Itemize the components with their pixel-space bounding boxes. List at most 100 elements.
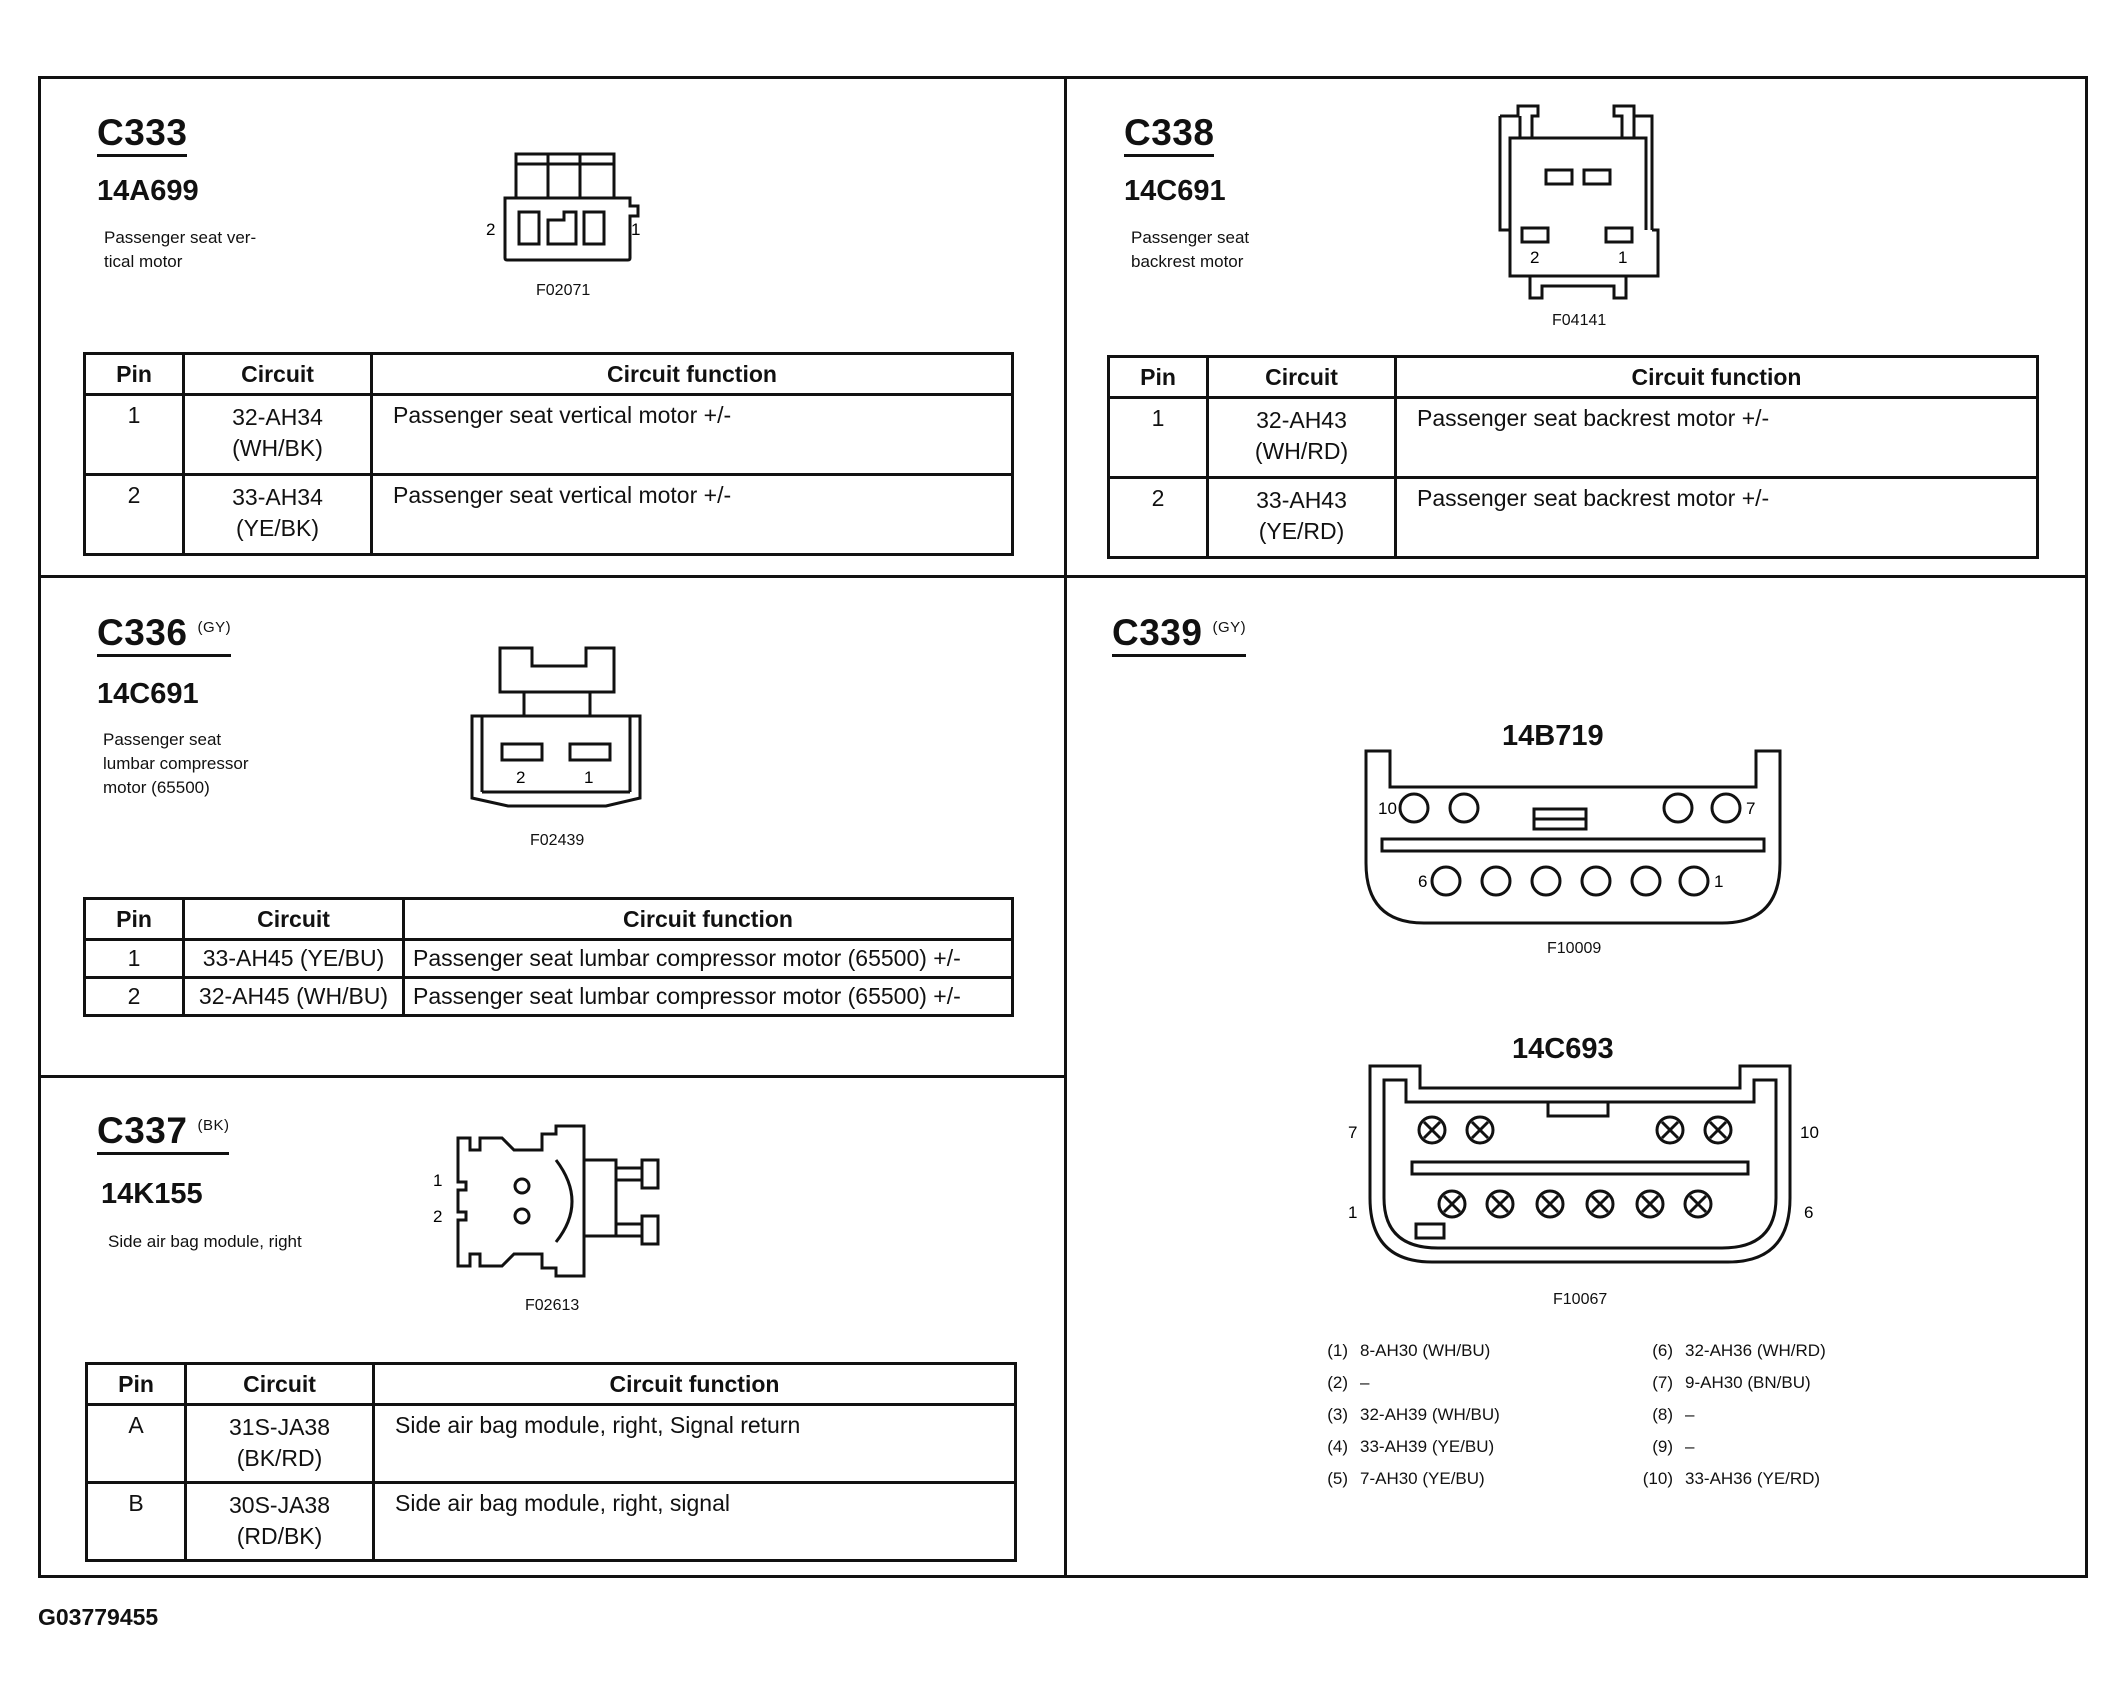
pin-list-item: (9)– [1635, 1431, 1826, 1463]
function-cell: Side air bag module, right, signal [372, 1481, 1017, 1562]
pin-list-item: (8)– [1635, 1399, 1826, 1431]
circuit-cell: 32-AH43(WH/RD) [1206, 396, 1397, 479]
divider-lower-left [38, 1075, 1066, 1078]
pin-cell: 1 [83, 938, 185, 979]
c339-code: C339(GY) [1112, 613, 1247, 657]
crossed-terminal-icon [1655, 1115, 1685, 1145]
function-cell: Passenger seat lumbar compressor motor (… [402, 976, 1014, 1017]
c338-pin-label-1: 1 [1618, 248, 1627, 267]
table-row: 2 33-AH34(YE/BK) Passenger seat vertical… [83, 473, 1014, 556]
c333-code: C333 [97, 113, 188, 157]
c339-bottom-pin-label-1: 1 [1348, 1203, 1357, 1222]
c337-color-tag: (BK) [197, 1116, 230, 1134]
function-cell: Passenger seat vertical motor +/- [370, 473, 1014, 556]
c336-color-tag: (GY) [197, 618, 232, 636]
pin-number: (9) [1652, 1437, 1673, 1456]
c339-pin-list-right: (6)32-AH36 (WH/RD)(7)9-AH30 (BN/BU)(8)–(… [1635, 1335, 1826, 1495]
circuit-cell: 33-AH45 (YE/BU) [182, 938, 405, 979]
pin-cell: 1 [1107, 396, 1209, 479]
pin-cell: 1 [83, 393, 185, 476]
c333-pin-label-1: 1 [631, 220, 640, 239]
header-circuit: Circuit [182, 897, 405, 941]
header-pin: Pin [1107, 355, 1209, 399]
pin-cell: 2 [83, 473, 185, 556]
pin-list-item: (10)33-AH36 (YE/RD) [1635, 1463, 1826, 1495]
crossed-terminal-icon [1703, 1115, 1733, 1145]
pin-number: (8) [1652, 1405, 1673, 1424]
pin-number: (5) [1327, 1469, 1348, 1488]
pin-circuit: 33-AH36 (YE/RD) [1685, 1469, 1821, 1488]
table-row: A 31S-JA38(BK/RD) Side air bag module, r… [85, 1403, 1017, 1484]
c339-bottom-pin-label-6: 6 [1804, 1203, 1813, 1222]
pin-list-item: (1) 8-AH30 (WH/BU) [1310, 1335, 1500, 1367]
c339-bottom-part-number: 14C693 [1512, 1033, 1614, 1065]
c337-code: C337(BK) [97, 1111, 230, 1155]
pin-circuit: – [1685, 1405, 1695, 1424]
table-header-row: Pin Circuit Circuit function [1107, 355, 2039, 399]
pin-list-item: (5)7-AH30 (YE/BU) [1310, 1463, 1500, 1495]
c339-bottom-pin-label-10: 10 [1800, 1123, 1819, 1142]
c338-figure-id: F04141 [1552, 312, 1607, 329]
c338-part-number: 14C691 [1124, 175, 1226, 207]
crossed-terminal-icon [1465, 1115, 1495, 1145]
pin-circuit: 32-AH39 (WH/BU) [1360, 1405, 1500, 1424]
c337-pin-label-1: 1 [433, 1171, 442, 1190]
c337-connector-icon: 1 2 [433, 1124, 660, 1278]
crossed-terminal-icon [1417, 1115, 1447, 1145]
c337-description: Side air bag module, right [108, 1232, 302, 1251]
c336-part-number: 14C691 [97, 678, 199, 710]
header-circuit: Circuit [1206, 355, 1397, 399]
pin-cell: A [85, 1403, 187, 1484]
c339-top-figure-id: F10009 [1547, 940, 1602, 957]
c336-pin-table: Pin Circuit Circuit function 1 33-AH45 (… [83, 897, 1014, 1017]
c339-pin-list-left: (1)8-AH30 (WH/BU)(2)–(3)32-AH39 (WH/BU)(… [1310, 1335, 1500, 1495]
circuit-cell: 32-AH45 (WH/BU) [182, 976, 405, 1017]
table-header-row: Pin Circuit Circuit function [85, 1362, 1017, 1406]
pin-circuit: 8-AH30 (WH/BU) [1360, 1341, 1491, 1360]
header-circuit: Circuit [184, 1362, 375, 1406]
table-row: 2 33-AH43(YE/RD) Passenger seat backrest… [1107, 476, 2039, 559]
c337-pin-label-2: 2 [433, 1207, 442, 1226]
c339-bottom-connector-icon: 7 10 1 6 [1348, 1064, 1819, 1264]
pin-list-item: (6)32-AH36 (WH/RD) [1635, 1335, 1826, 1367]
pin-list-item: (3)32-AH39 (WH/BU) [1310, 1399, 1500, 1431]
circuit-cell: 30S-JA38(RD/BK) [184, 1481, 375, 1562]
pin-number: (1) [1327, 1341, 1348, 1360]
table-row: 1 32-AH43(WH/RD) Passenger seat backrest… [1107, 396, 2039, 479]
divider-upper [38, 575, 2088, 578]
c337-part-number: 14K155 [101, 1178, 203, 1210]
c336-code: C336(GY) [97, 613, 232, 657]
c338-pin-label-2: 2 [1530, 248, 1539, 267]
pin-list-item: (7) 9-AH30 (BN/BU) [1635, 1367, 1826, 1399]
circuit-cell: 31S-JA38(BK/RD) [184, 1403, 375, 1484]
header-circuit-function: Circuit function [402, 897, 1014, 941]
c337-figure-id: F02613 [525, 1297, 580, 1314]
c333-connector-icon: 2 1 [486, 152, 640, 262]
c339-color-tag: (GY) [1212, 618, 1247, 636]
center-divider [1064, 76, 1067, 1578]
pin-circuit: 33-AH39 (YE/BU) [1360, 1437, 1495, 1456]
crossed-terminal-icon [1437, 1189, 1467, 1219]
header-pin: Pin [83, 897, 185, 941]
pin-number: (2) [1327, 1373, 1348, 1392]
pin-circuit: 9-AH30 (BN/BU) [1685, 1373, 1811, 1392]
pin-circuit: – [1685, 1437, 1695, 1456]
c338-pin-table: Pin Circuit Circuit function 1 32-AH43(W… [1107, 355, 2039, 559]
function-cell: Passenger seat lumbar compressor motor (… [402, 938, 1014, 979]
pin-number: (7) [1652, 1373, 1673, 1392]
crossed-terminal-icon [1535, 1189, 1565, 1219]
crossed-terminal-icon [1635, 1189, 1665, 1219]
c333-pin-label-2: 2 [486, 220, 495, 239]
c336-pin-label-1: 1 [584, 768, 593, 787]
c339-top-pin-label-10: 10 [1378, 799, 1397, 818]
header-circuit-function: Circuit function [372, 1362, 1017, 1406]
c338-code: C338 [1124, 113, 1215, 157]
crossed-terminal-icon [1585, 1189, 1615, 1219]
pin-cell: B [85, 1481, 187, 1562]
pin-list-item: (4)33-AH39 (YE/BU) [1310, 1431, 1500, 1463]
c336-connector-icon: 2 1 [470, 646, 642, 808]
header-circuit: Circuit [182, 352, 373, 396]
pin-cell: 2 [1107, 476, 1209, 559]
